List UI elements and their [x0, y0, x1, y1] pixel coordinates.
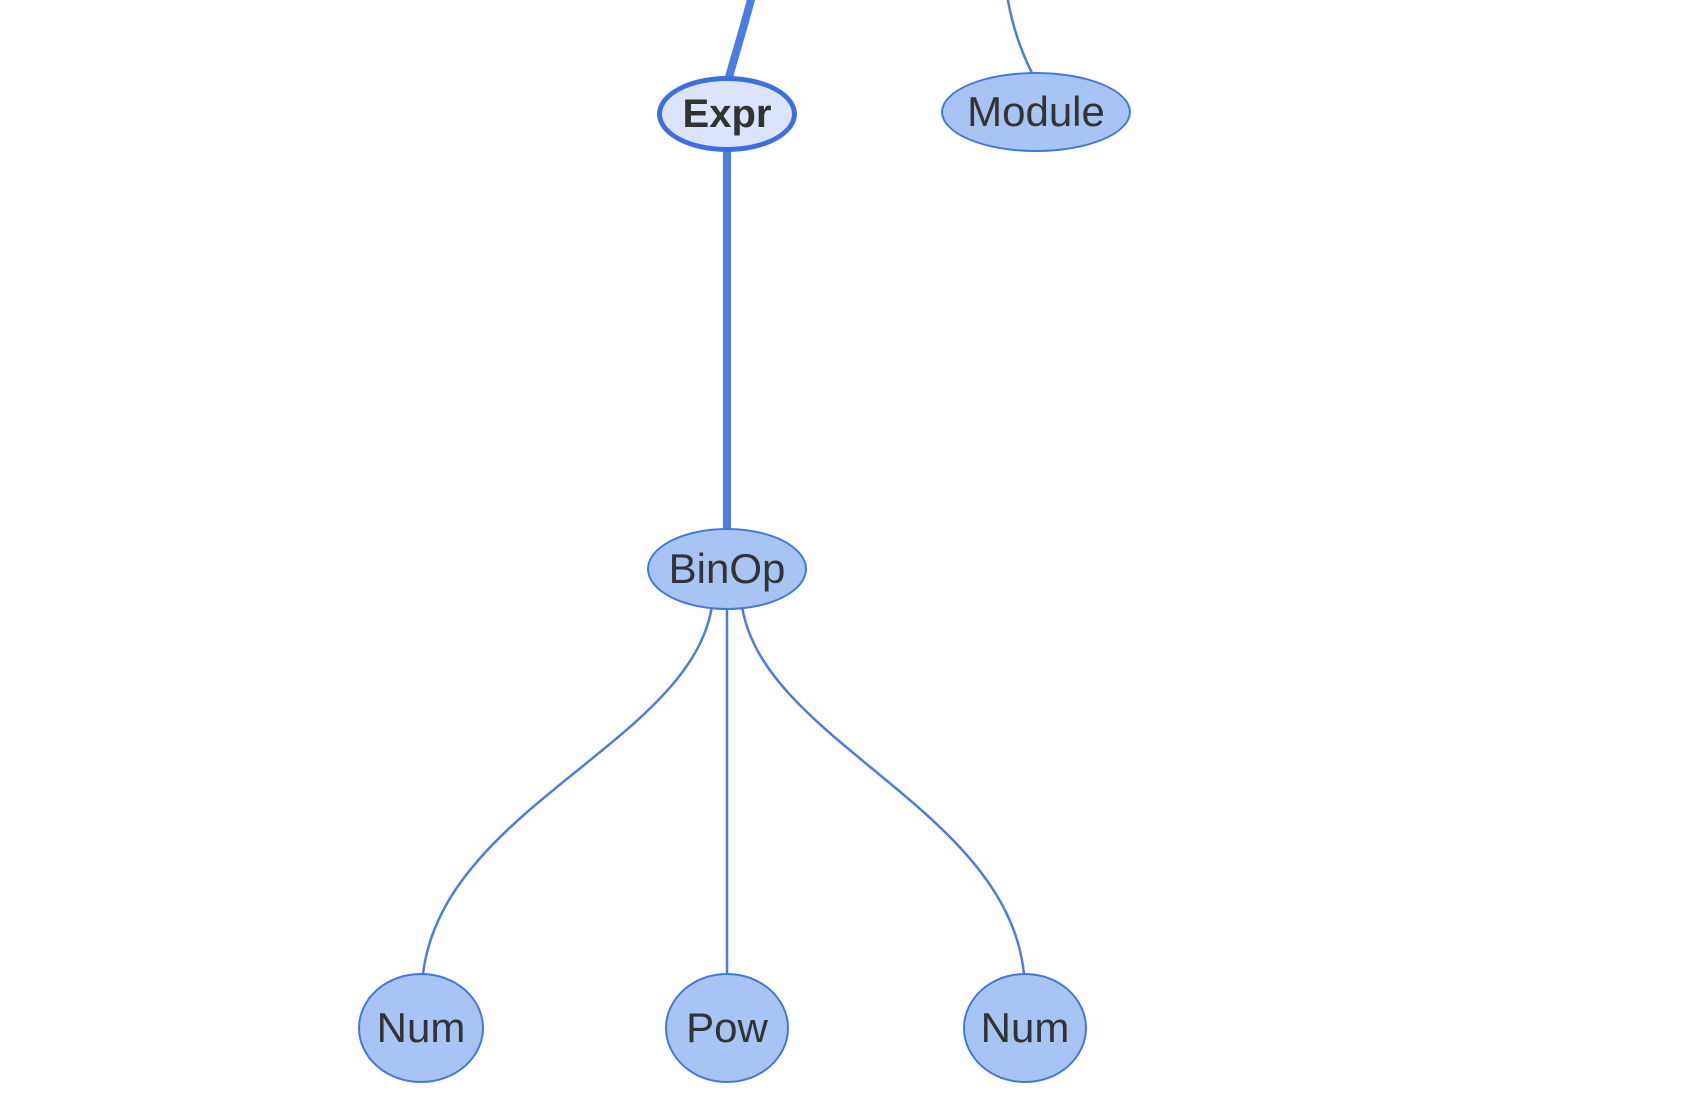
edge-parent-module: [1006, 0, 1034, 75]
node-num-left[interactable]: Num: [358, 973, 484, 1083]
edge-binop-num-right: [740, 604, 1026, 976]
node-pow[interactable]: Pow: [665, 973, 789, 1083]
node-binop[interactable]: BinOp: [647, 528, 807, 610]
node-expr[interactable]: Expr: [657, 76, 797, 152]
edge-parent-expr: [725, 0, 756, 81]
node-module[interactable]: Module: [941, 72, 1131, 152]
node-num-right[interactable]: Num: [963, 973, 1087, 1083]
node-pow-label: Pow: [686, 1004, 768, 1051]
node-num-right-label: Num: [980, 1004, 1070, 1051]
edge-binop-num-left: [421, 604, 714, 976]
node-module-label: Module: [967, 88, 1105, 135]
node-num-left-label: Num: [376, 1004, 466, 1051]
node-binop-label: BinOp: [668, 545, 786, 592]
node-expr-label: Expr: [682, 92, 772, 136]
